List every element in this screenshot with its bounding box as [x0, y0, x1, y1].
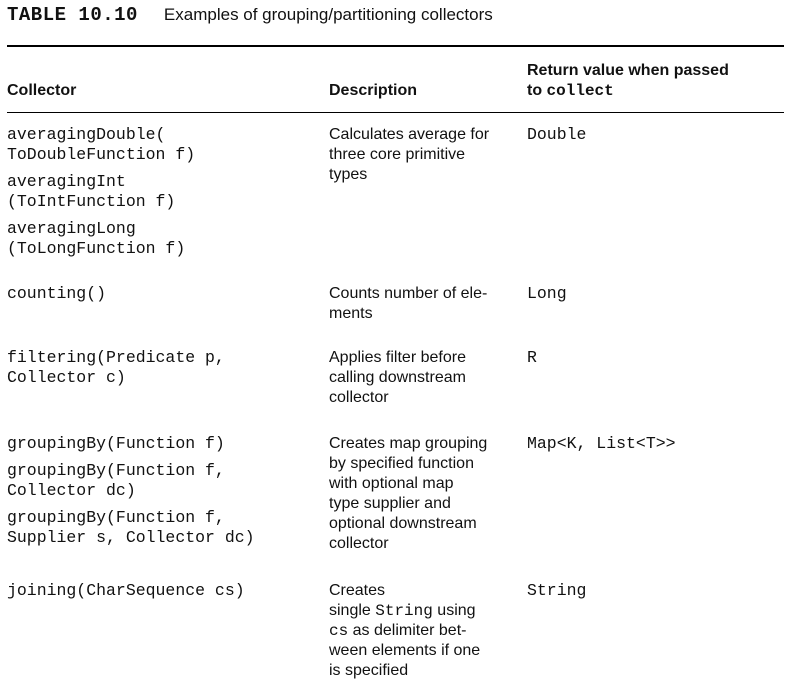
- return-value-cell: Long: [527, 284, 567, 303]
- return-value-cell: R: [527, 348, 537, 367]
- return-value-cell: Double: [527, 125, 587, 144]
- description-line: collector: [329, 535, 389, 552]
- return-value-cell: String: [527, 581, 587, 600]
- inline-code: String: [375, 602, 433, 620]
- collector-signature: averagingDouble( ToDoubleFunction f): [7, 125, 196, 164]
- description-line: collector: [329, 389, 389, 406]
- collector-signature: joining(CharSequence cs): [7, 581, 245, 600]
- description-cell: Applies filter before calling downstream…: [329, 348, 521, 408]
- header-return-value: Return value when passed to collect: [527, 61, 777, 101]
- collector-signature: groupingBy(Function f, Supplier s, Colle…: [7, 508, 255, 547]
- collector-cell: averagingDouble( ToDoubleFunction f) ave…: [7, 125, 325, 266]
- header-return-prefix: to: [527, 82, 547, 99]
- header-rule: [7, 112, 784, 113]
- table-title: Examples of grouping/partitioning collec…: [163, 5, 493, 24]
- description-line: single String using: [329, 602, 476, 620]
- description-line: Applies filter before: [329, 349, 466, 366]
- collector-signature: averagingLong (ToLongFunction f): [7, 219, 186, 258]
- collector-signature: groupingBy(Function f): [7, 434, 225, 453]
- collector-cell: filtering(Predicate p, Collector c): [7, 348, 325, 395]
- description-line: Creates map grouping: [329, 435, 488, 452]
- collector-signature: counting(): [7, 284, 107, 303]
- top-rule: [7, 45, 784, 47]
- description-cell: Creates map grouping by specified functi…: [329, 434, 521, 554]
- description-line: cs as delimiter bet-: [329, 622, 467, 640]
- collector-signature: groupingBy(Function f, Collector dc): [7, 461, 225, 500]
- table-caption: TABLE 10.10 Examples of grouping/partiti…: [7, 4, 493, 30]
- description-line: is specified: [329, 662, 409, 679]
- description-line: with optional map: [329, 475, 454, 492]
- description-line: ween elements if one: [329, 642, 481, 659]
- description-line: type supplier and: [329, 495, 451, 512]
- description-cell: Counts number of ele- ments: [329, 284, 521, 324]
- description-line: ments: [329, 305, 373, 322]
- description-line: types: [329, 166, 368, 183]
- return-value-cell: Map<K, List<T>>: [527, 434, 676, 453]
- header-description: Description: [329, 82, 418, 99]
- header-return-code: collect: [546, 82, 614, 100]
- collector-cell: counting(): [7, 284, 325, 311]
- description-cell: Calculates average for three core primit…: [329, 125, 521, 185]
- header-collector: Collector: [7, 82, 77, 99]
- table-number: TABLE 10.10: [7, 4, 138, 26]
- description-line: Counts number of ele-: [329, 285, 488, 302]
- description-line: calling downstream: [329, 369, 466, 386]
- collector-signature: filtering(Predicate p, Collector c): [7, 348, 225, 387]
- collector-cell: joining(CharSequence cs): [7, 581, 325, 608]
- description-line: by specified function: [329, 455, 474, 472]
- collector-signature: averagingInt (ToIntFunction f): [7, 172, 176, 211]
- header-return-line1: Return value when passed: [527, 62, 729, 79]
- collector-cell: groupingBy(Function f) groupingBy(Functi…: [7, 434, 325, 555]
- description-line: Creates: [329, 582, 386, 599]
- inline-code: cs: [329, 622, 349, 640]
- description-line: optional downstream: [329, 515, 477, 532]
- header-return-line2: to collect: [527, 81, 777, 101]
- description-cell: Creates single String using cs as delimi…: [329, 581, 521, 681]
- description-line: Calculates average for: [329, 126, 490, 143]
- description-line: three core primitive: [329, 146, 466, 163]
